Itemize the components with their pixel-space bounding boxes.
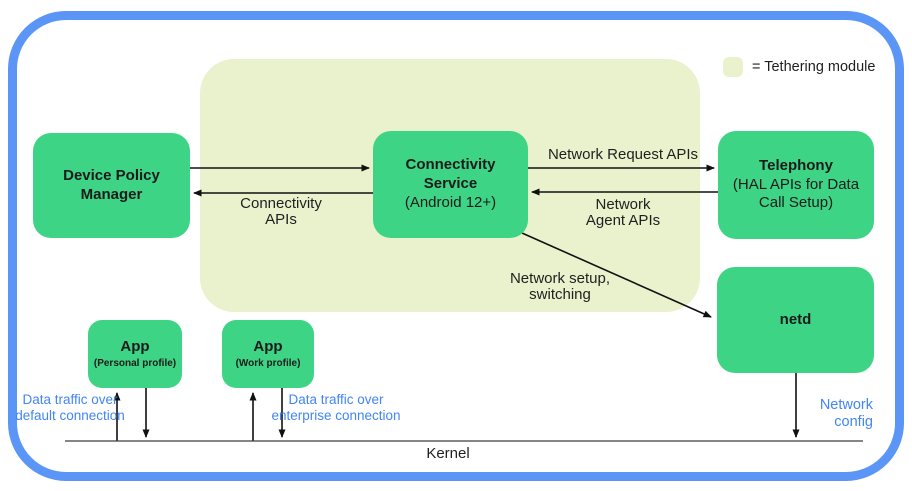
label-line: Network: [595, 196, 651, 213]
label-line: Network: [819, 397, 873, 413]
node-app-work-profile: App (Work profile): [222, 320, 314, 388]
label-line: switching: [529, 286, 591, 303]
label-network-setup-switching: Network setup, switching: [510, 271, 610, 303]
node-title-line: Service: [423, 175, 478, 193]
label-line: Data traffic over: [288, 392, 384, 407]
label-line: APIs: [265, 211, 297, 228]
node-subtitle-line: (Personal profile): [93, 357, 177, 369]
tethering-module-swatch: [723, 57, 743, 77]
legend: = Tethering module: [723, 57, 875, 77]
node-title-line: Connectivity: [405, 156, 496, 174]
label-line: Connectivity: [240, 195, 322, 212]
node-title-line: netd: [779, 310, 812, 328]
node-netd: netd: [717, 267, 874, 373]
label-kernel: Kernel: [426, 445, 470, 462]
node-title-line: App: [253, 337, 283, 355]
node-subtitle-line: (Work profile): [235, 357, 301, 369]
label-line: Data traffic over: [22, 392, 118, 407]
node-device-policy-manager: Device Policy Manager: [33, 133, 190, 238]
label-line: Agent APIs: [585, 212, 661, 229]
label-data-traffic-default: Data traffic over default connection: [15, 392, 125, 423]
outer-blue-frame: [8, 11, 904, 481]
label-connectivity-apis: Connectivity APIs: [240, 196, 322, 228]
label-line: default connection: [15, 407, 125, 423]
node-subtitle-line: (HAL APIs for Data: [732, 175, 860, 193]
node-telephony: Telephony (HAL APIs for Data Call Setup): [718, 131, 874, 239]
label-network-request-apis: Network Request APIs: [548, 147, 698, 163]
label-network-agent-apis: Network Agent APIs: [586, 197, 660, 229]
node-title-line: Device Policy: [63, 166, 160, 184]
label-line: enterprise connection: [271, 407, 401, 423]
node-title-line: Telephony: [759, 156, 833, 174]
node-title-line: Manager: [80, 185, 143, 203]
node-title-line: App: [120, 337, 150, 355]
label-line: config: [834, 414, 873, 430]
label-line: Network Request APIs: [547, 146, 699, 163]
node-subtitle-line: (Android 12+): [404, 193, 497, 211]
label-data-traffic-enterprise: Data traffic over enterprise connection: [271, 392, 400, 423]
label-line: Network setup,: [509, 270, 611, 287]
node-connectivity-service: Connectivity Service (Android 12+): [373, 131, 528, 238]
label-network-config: Network config: [820, 397, 873, 431]
node-app-personal-profile: App (Personal profile): [88, 320, 182, 388]
node-subtitle-line: Call Setup): [758, 194, 834, 212]
legend-label: = Tethering module: [752, 59, 876, 75]
